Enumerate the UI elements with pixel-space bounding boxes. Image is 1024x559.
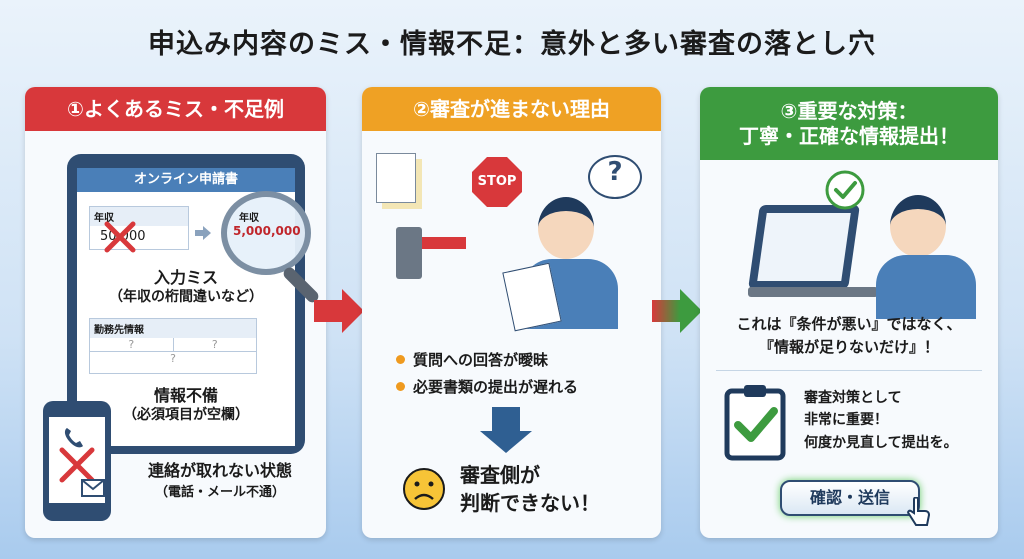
error1-title: 入力ミス (153, 268, 218, 287)
person-working (890, 195, 946, 257)
magnifier-icon: 年収 5,000,000 (221, 191, 311, 275)
clipboard-check-icon (724, 385, 786, 461)
employer-label: 勤務先情報 (90, 319, 256, 338)
panel-common-mistakes: ①よくあるミス・不足例 オンライン申請書 年収 50,000 入力ミス （年収の… (25, 87, 326, 538)
cross-icon (59, 447, 95, 483)
divider (716, 370, 982, 371)
down-arrow-icon (492, 407, 520, 431)
mail-icon (81, 479, 105, 497)
tip-line: 非常に重要！ (804, 412, 888, 429)
reason-item: 質問への回答が曖昧 (396, 349, 578, 370)
page-title: 申込み内容のミス・情報不足：意外と多い審査の落とし穴 (148, 29, 876, 60)
error2-title: 情報不備 (153, 386, 218, 405)
tip-line: 何度か見直して提出を。 (804, 434, 958, 451)
laptop-icon (748, 205, 860, 289)
message-line: これは『条件が悪い』ではなく、 (736, 315, 962, 333)
arrow-icon (195, 226, 211, 240)
result-line: 判断できない！ (460, 491, 600, 515)
check-circle-icon (825, 170, 865, 210)
blank-field: ? (90, 338, 174, 351)
sad-face-icon (403, 468, 445, 510)
result-line: 審査側が (460, 463, 540, 487)
panel-reasons: ②審査が進まない理由 STOP ? 質問への回答が曖昧 必要書類の提出が遅れる … (362, 87, 661, 538)
message-line: 『情報が足りないだけ』！ (758, 337, 939, 356)
arrow-head-2 (680, 289, 702, 333)
blank-field: ? (170, 352, 176, 365)
error2-detail: （必須項目が空欄） (123, 407, 249, 423)
employer-section: 勤務先情報 ?? ? (89, 318, 257, 374)
error1-detail: （年収の桁間違いなど） (109, 289, 263, 305)
zoomed-label: 年収 (239, 213, 259, 224)
panel-header: ②審査が進まない理由 (362, 87, 661, 131)
laptop-base (748, 287, 878, 297)
pointer-hand-icon (907, 497, 930, 526)
income-field: 年収 50,000 (89, 206, 189, 250)
thought-bubble: ? (588, 155, 642, 199)
gate-icon (396, 227, 422, 279)
form-title: オンライン申請書 (77, 168, 295, 192)
person-body (876, 255, 976, 319)
blank-field: ? (211, 338, 218, 351)
confirm-submit-button[interactable]: 確認・送信 (780, 480, 920, 516)
down-arrow-head (480, 431, 532, 453)
documents-icon (376, 153, 416, 203)
arrow-head-1 (342, 289, 364, 333)
correct-value: 5,000,000 (233, 224, 301, 238)
person-worried (538, 197, 594, 259)
income-label: 年収 (90, 207, 188, 226)
arrow-connector-2 (652, 300, 680, 322)
error3-detail: （電話・メール不通） (154, 485, 285, 500)
gate-bar (422, 237, 466, 249)
stop-sign: STOP (472, 157, 522, 207)
error3-title: 連絡が取れない状態 (147, 461, 292, 480)
panel-countermeasures: ③重要な対策：丁寧・正確な情報提出！ これは『条件が悪い』ではなく、 『情報が足… (700, 87, 998, 538)
panel-header: ①よくあるミス・不足例 (25, 87, 326, 131)
phone-icon (43, 401, 111, 521)
arrow-connector-1 (314, 300, 344, 322)
tip-line: 審査対策として (804, 390, 902, 406)
cross-icon (104, 221, 136, 253)
reason-item: 必要書類の提出が遅れる (396, 376, 578, 397)
call-icon (64, 428, 83, 448)
panel-header: ③重要な対策：丁寧・正確な情報提出！ (700, 87, 998, 160)
